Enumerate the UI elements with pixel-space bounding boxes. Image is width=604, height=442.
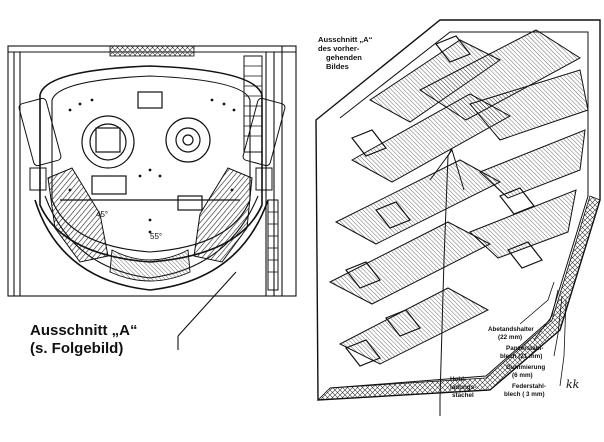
charge-label-line-3: stachel <box>452 392 474 399</box>
section-caption-line-4: Bildes <box>326 62 349 71</box>
artist-signature: kk <box>566 378 580 391</box>
layer-thickness-rubber: (6 mm) <box>512 372 533 379</box>
section-caption-line-3: gehenden <box>326 53 362 62</box>
angle-mark-45: 45° <box>96 210 109 219</box>
angle-mark-55: 55° <box>150 232 163 241</box>
layer-label-spacer: Abetandshalter <box>488 326 534 333</box>
section-caption-line-2: des vorher- <box>318 44 360 53</box>
layer-thickness-armor-steel: blech (21 mm) <box>500 353 543 360</box>
charge-label-line-1: Hohl- <box>450 376 467 383</box>
layer-thickness-spring-steel: blech ( 3 mm) <box>504 391 545 398</box>
layer-label-spring-steel: Federstahl- <box>512 383 546 390</box>
layer-thickness-spacer: (22 mm) <box>498 334 523 341</box>
callout-title-left: Ausschnitt „A“ <box>30 322 138 339</box>
section-caption-line-1: Ausschnitt „A“ <box>318 35 373 44</box>
charge-label-line-2: ladungs- <box>450 384 477 391</box>
callout-note-left: (s. Folgebild) <box>30 340 124 357</box>
layer-label-rubber: Gummierung <box>506 364 546 371</box>
layer-label-armor-steel: Panzerstahl- <box>506 345 544 352</box>
